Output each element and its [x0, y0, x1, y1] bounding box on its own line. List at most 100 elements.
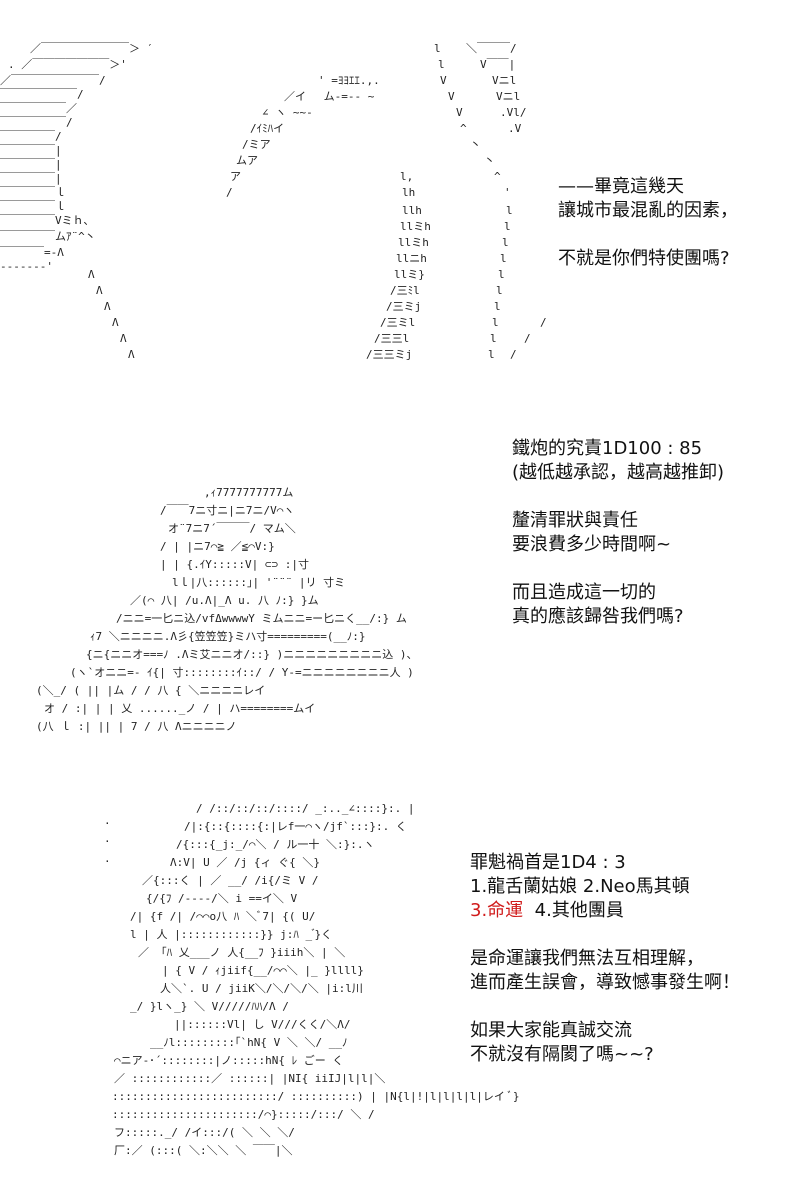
dialogue-line: 釐清罪狀與責任: [512, 510, 638, 531]
svg-text:/|:{::{::::{:|レf一⌒ヽ/jf`:::}:.: /|:{::{::::{:|レf一⌒ヽ/jf`:::}:. く: [184, 820, 407, 833]
svg-text:||::::::Vl| し V///くく/＼Λ/: ||::::::Vl| し V///くく/＼Λ/: [174, 1018, 350, 1031]
dialogue-line: 不就沒有隔閡了嗎~~?: [470, 1044, 654, 1065]
svg-text:,ｨ7777777777ム: ,ｨ7777777777ム: [204, 486, 293, 499]
dialogue-2: 鐵炮的究責1D100 : 85 (越低越承認，越高越推卸) 釐清罪狀與責任 要浪…: [512, 437, 724, 629]
svg-text:/ | |ニ7⌒≧ ／≦⌒V:}: / | |ニ7⌒≧ ／≦⌒V:}: [160, 540, 275, 553]
svg-text:￣￣￣￣￣ムｱ¨^丶: ￣￣￣￣￣ムｱ¨^丶: [0, 229, 96, 243]
svg-text:l: l: [488, 348, 495, 361]
svg-text:l | 人 |::::::::::::}} j:ﾊ _: l | 人 |::::::::::::}} j:ﾊ _ ゙}く: [130, 927, 332, 941]
dice-roll-note: (越低越承認，越高越推卸): [512, 462, 725, 483]
svg-text:人＼`. U / jiiK＼/＼/＼/＼ |i:l川: 人＼`. U / jiiK＼/＼/＼/＼ |i:l川: [160, 982, 363, 995]
svg-text:/三ミl: /三ミl: [380, 316, 415, 329]
svg-text:/三三l: /三三l: [374, 332, 409, 345]
svg-text:llミh: llミh: [400, 220, 431, 233]
svg-text:/| {f /| /⌒⌒o八 ﾊ ＼ﾞ7| {( U/: /| {f /| /⌒⌒o八 ﾊ ＼ﾞ7| {( U/: [130, 910, 315, 923]
dialogue-3: 罪魁禍首是1D4 : 3 1.龍舌蘭姑娘 2.Neo馬其頓 3.命運 4.其他團…: [470, 851, 740, 1067]
svg-text:Vニl: Vニl: [496, 90, 520, 103]
svg-text:/三三ミj: /三三ミj: [366, 348, 412, 361]
svg-text:ｨ7 ＼ニニニニ.Λ彡{笠笠笠}ミハ寸=========(_: ｨ7 ＼ニニニニ.Λ彡{笠笠笠}ミハ寸=========(__ﾉ:}: [90, 629, 365, 643]
svg-text:Λ: Λ: [96, 284, 103, 297]
svg-text:Λ: Λ: [112, 316, 119, 329]
svg-text:∠ ヽ ~~-: ∠ ヽ ~~-: [262, 106, 313, 119]
svg-text:Λ: Λ: [104, 300, 111, 313]
panel-3: / /::/::/::/::::/ _:.._∠::::}:. | . /|:{…: [0, 780, 800, 1200]
svg-text:Λ: Λ: [128, 348, 135, 361]
svg-text:(＼_/ ( || |ム / / 八: (＼_/ ( || |ム / / 八 { ＼ニニニニレイ: [36, 684, 265, 697]
ascii-art-scene-1: ／￣￣￣￣￣￣￣￣＞ ′ . ／￣￣￣￣￣￣￣＞' ／￣￣￣￣￣￣￣￣/ ￣￣￣…: [0, 41, 547, 361]
svg-text:{/{ﾌ /‐‐‐‐/＼ i ==イ＼ V: {/{ﾌ /‐‐‐‐/＼ i ==イ＼ V: [146, 892, 297, 905]
svg-text:Λ: Λ: [120, 332, 127, 345]
dialogue-line: 真的應該歸咎我們嗎?: [512, 606, 684, 627]
svg-text:/￣￣7ニ寸ニ|ニ7ニ/V⌒ヽ: /￣￣7ニ寸ニ|ニ7ニ/V⌒ヽ: [160, 503, 294, 517]
svg-text:Λ:V| U ／ /j {ィ ぐ{ ＼}: Λ:V| U ／ /j {ィ ぐ{ ＼}: [170, 856, 320, 869]
svg-text:llh: llh: [402, 204, 422, 217]
svg-text:llニh: llニh: [396, 252, 427, 265]
svg-text:￣￣￣￣￣Vミｈ､: ￣￣￣￣￣Vミｈ､: [0, 213, 89, 227]
dice-roll-text: 鐵炮的究責1D100 : 85: [512, 438, 703, 459]
svg-text:￣￣￣￣￣ｌ: ￣￣￣￣￣ｌ: [0, 185, 66, 199]
svg-text:厂:／ (:::( ＼:＼＼ ＼ ￣￣|＼: 厂:／ (:::( ＼:＼＼ ＼ ￣￣|＼: [114, 1143, 292, 1157]
svg-text:{ニ{ニニオ===ﾉ .Λミ艾ニニオ/::} )ニニニニニ: {ニ{ニニオ===ﾉ .Λミ艾ニニオ/::} )ニニニニニニニニニ込 )、: [86, 648, 417, 661]
svg-text:丶: 丶: [470, 138, 481, 151]
svg-text:ムア: ムア: [236, 154, 258, 167]
svg-text:／￣￣￣￣￣￣￣￣/: ／￣￣￣￣￣￣￣￣/: [0, 73, 106, 87]
svg-text:Vニl: Vニl: [492, 74, 516, 87]
svg-text:／ ::::::::::::／ ::::::| |NI{: ／ ::::::::::::／ ::::::| |NI{ iiIJ|l|l|＼: [114, 1072, 385, 1085]
svg-text:.: .: [104, 814, 111, 827]
svg-text:V: V: [448, 90, 455, 103]
svg-text:(八 ｌ :| || | 7: (八 ｌ :| || | 7 / 八 Λニニニニノ: [36, 720, 237, 733]
svg-text:l: l: [494, 300, 501, 313]
svg-text:l: l: [500, 252, 507, 265]
svg-text:| { V / ｨjiif{__/⌒⌒＼ |_ }ll: | { V / ｨjiif{__/⌒⌒＼ |_ }llll}: [162, 964, 364, 977]
svg-text:／ 「ﾊ 乂___ノ 人{__ﾌ }iiih＼ | ＼: ／ 「ﾊ 乂___ノ 人{__ﾌ }iiih＼ | ＼: [138, 946, 345, 959]
svg-text:￣￣￣￣￣/: ￣￣￣￣￣/: [0, 129, 62, 143]
svg-text:^: ^: [460, 122, 467, 135]
svg-text:￣￣￣￣￣|: ￣￣￣￣￣|: [0, 143, 62, 157]
svg-text:／(⌒ 八| /u.Λ|_Λ u. 八 ﾉ:} }ム: ／(⌒ 八| /u.Λ|_Λ u. 八 ﾉ:} }ム: [130, 594, 319, 607]
svg-text:/: /: [510, 348, 517, 361]
svg-text:/ /::/::/::/::::/ _:.._∠::::}:: / /::/::/::/::::/ _:.._∠::::}:. |: [196, 802, 415, 815]
svg-text:(ヽ`オニニ=‐ ｲ{| 寸::::::::ｲ::/ / Y: (ヽ`オニニ=‐ ｲ{| 寸::::::::ｲ::/ / Y-=ニニニニニニニニ…: [70, 665, 414, 679]
svg-text:オ¨7ニ7´￣￣￣/ マム＼: オ¨7ニ7´￣￣￣/ マム＼: [168, 521, 296, 535]
dice-roll-text: 罪魁禍首是1D4 : 3: [470, 852, 626, 873]
panel-1: ／￣￣￣￣￣￣￣￣＞ ′ . ／￣￣￣￣￣￣￣＞' ／￣￣￣￣￣￣￣￣/ ￣￣￣…: [0, 0, 800, 400]
dialogue-1: ——畢竟這幾天 讓城市最混亂的因素， 不就是你們特使團嗎?: [558, 175, 738, 271]
svg-text::::::::::::::::::::::::::/ :::: :::::::::::::::::::::::::/ ::::::::::) |…: [112, 1090, 519, 1103]
svg-text:l: l: [506, 204, 513, 217]
option-list-line-2: 3.命運 4.其他團員: [470, 899, 740, 923]
svg-text:ア: ア: [230, 170, 241, 183]
svg-text:l: l: [490, 332, 497, 345]
svg-text:￣￣￣￣￣|: ￣￣￣￣￣|: [0, 171, 62, 185]
svg-text:| | {.ｲY:::::V| ⊂⊃ :|寸: | | {.ｲY:::::V| ⊂⊃ :|寸: [160, 557, 309, 571]
svg-text:フ:::::._/ /イ:::/( ＼ ＼ ＼/: フ:::::._/ /イ:::/( ＼ ＼ ＼/: [114, 1126, 295, 1139]
svg-text:V: V: [440, 74, 447, 87]
svg-text:￣￣￣￣￣￣／: ￣￣￣￣￣￣／: [0, 101, 77, 115]
svg-text:＼￣￣￣/: ＼￣￣￣/: [466, 41, 517, 55]
dialogue-line: 而且造成這一切的: [512, 582, 656, 603]
svg-text:l: l: [434, 42, 441, 55]
svg-text:.V: .V: [508, 122, 522, 135]
svg-text:l: l: [496, 284, 503, 297]
svg-text:llミh: llミh: [398, 236, 429, 249]
svg-text:l: l: [438, 58, 445, 71]
svg-text:／{:::く | ／ __/ /i{/ミ V: ／{:::く | ／ __/ /i{/ミ V /: [142, 874, 318, 887]
svg-text:__ﾉl:::::::::｢`hN{ V ＼ ＼/ __ﾉ: __ﾉl:::::::::｢`hN{ V ＼ ＼/ __ﾉ: [150, 1036, 347, 1049]
svg-text:￣￣￣￣￣￣￣/: ￣￣￣￣￣￣￣/: [0, 87, 84, 101]
panel-2: ,ｨ7777777777ム /￣￣7ニ寸ニ|ニ7ニ/V⌒ヽ オ¨7ニ7´￣￣￣/…: [0, 400, 800, 780]
svg-text:/: /: [540, 316, 547, 329]
svg-text:lh: lh: [402, 186, 415, 199]
dialogue-line: 不就是你們特使團嗎?: [558, 248, 730, 269]
svg-text:.: .: [104, 852, 111, 865]
svg-text:￣￣￣￣￣￣/: ￣￣￣￣￣￣/: [0, 115, 73, 129]
svg-text:/: /: [524, 332, 531, 345]
svg-text:／イ ム-=-- ~: ／イ ム-=-- ~: [284, 90, 375, 103]
ascii-art-character-closeup: / /::/::/::/::::/ _:.._∠::::}:. | . /|:{…: [104, 802, 519, 1157]
svg-text:^: ^: [494, 170, 501, 183]
svg-text:/ミア: /ミア: [242, 138, 271, 151]
svg-text:/三ミj: /三ミj: [386, 300, 421, 313]
svg-text:l: l: [498, 268, 505, 281]
svg-text:_/ }lヽ_} ＼ V/////ﾊﾊ/Λ /: _/ }lヽ_} ＼ V/////ﾊﾊ/Λ /: [130, 1000, 289, 1013]
svg-text:l: l: [504, 220, 511, 233]
svg-text:llミ}: llミ}: [394, 268, 425, 281]
dialogue-line: 如果大家能真誠交流: [470, 1020, 632, 1041]
